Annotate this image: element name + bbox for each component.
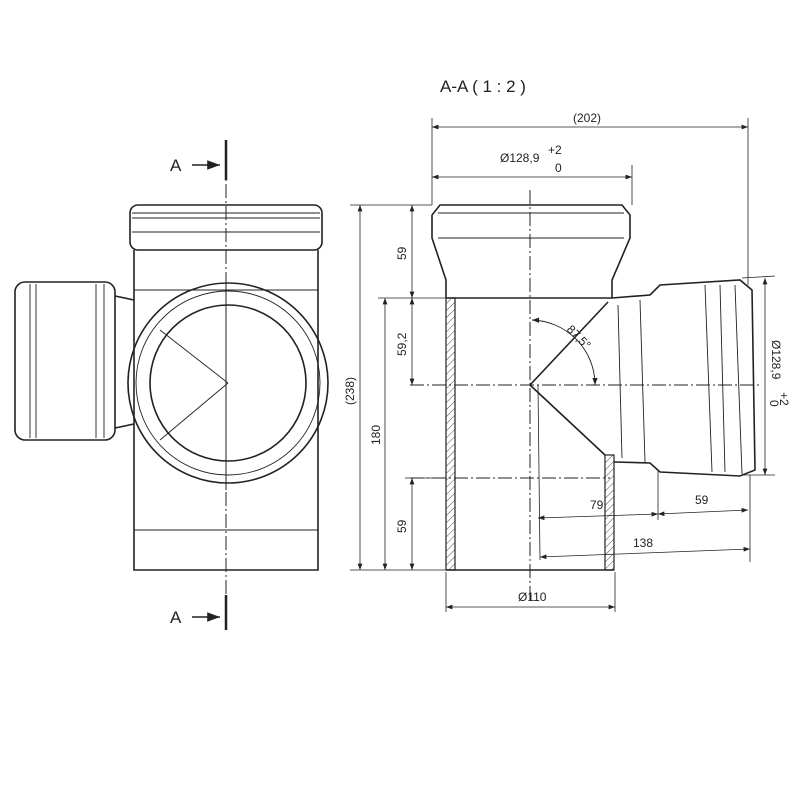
dim-body-height: 180 [369, 425, 383, 445]
branch-outlet [127, 282, 329, 484]
dim-top-socket-diameter: Ø128,9 [500, 151, 540, 165]
dim-branch-offset: 59,2 [395, 332, 409, 356]
dim-overall-height: (238) [343, 377, 357, 405]
top-socket-section [431, 204, 631, 298]
left-wall [445, 297, 456, 571]
section-marker-top: A [170, 156, 182, 175]
dim-overall-width: (202) [573, 111, 601, 125]
dim-branch-length: 138 [633, 536, 653, 550]
tolerance-lower: 0 [555, 161, 562, 175]
tolerance-lower-branch: 0 [767, 400, 781, 407]
right-wall [604, 454, 615, 571]
section-marker-bottom: A [170, 608, 182, 627]
side-socket [14, 281, 116, 441]
dim-top-socket-depth: 59 [395, 246, 409, 260]
main-body [133, 250, 319, 571]
dim-pipe-diameter: Ø110 [518, 590, 547, 604]
tolerance-upper-branch: +2 [777, 392, 791, 406]
tolerance-upper: +2 [548, 143, 562, 157]
front-view: A A [14, 140, 329, 630]
section-view: A-A ( 1 : 2 ) 87,5° (202) Ø128,9 +2 0 [343, 77, 791, 612]
dim-bottom-socket-depth: 59 [395, 519, 409, 533]
dim-branch-inner: 79 [590, 498, 604, 512]
dim-branch-socket: 59 [695, 493, 709, 507]
top-socket [129, 204, 323, 251]
branch-socket-section [611, 279, 756, 477]
section-title: A-A ( 1 : 2 ) [440, 77, 526, 96]
angle-label: 87,5° [564, 322, 594, 352]
dim-branch-socket-diameter: Ø128,9 [769, 340, 783, 380]
